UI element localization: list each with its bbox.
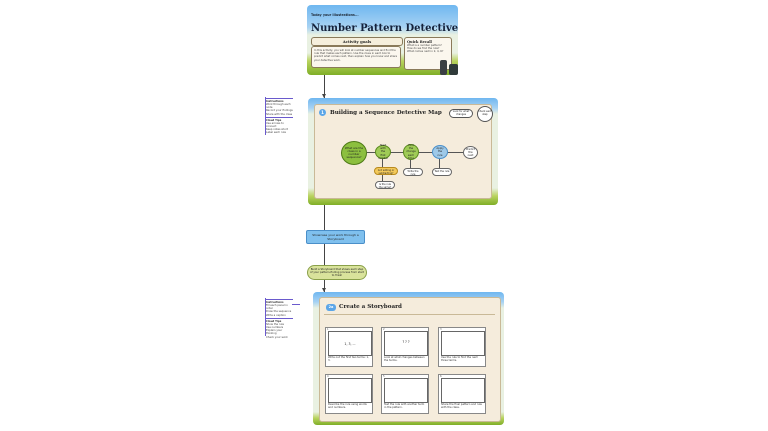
frame-caption: Share the final pattern and rule with th… (441, 403, 482, 409)
side-note-line: Check your work (266, 335, 288, 339)
connector-line (324, 244, 325, 265)
side-note-heading: Cloud Tips (266, 118, 282, 122)
side-note-heading: Cloud Tips (266, 319, 282, 323)
side-note-panel[interactable]: Instructions Work through each node Reco… (265, 97, 293, 135)
quick-recall-item: What is a number pattern? (407, 44, 442, 47)
step-number-badge: 2a (326, 304, 336, 311)
map-note[interactable]: Test the rule (432, 168, 452, 176)
storyboard-instruction-pill[interactable]: Build a Storyboard that shows each step … (307, 265, 367, 280)
quick-recall-heading: Quick Recall (407, 40, 432, 44)
map-connector (410, 158, 411, 168)
storyboard-frame[interactable]: 2 ? ? ? Look at what changes between the… (381, 327, 429, 367)
arrow-head-icon (322, 94, 326, 98)
storyboard-card[interactable]: 2a Create a Storyboard 1 1, 3, ... Write… (313, 292, 504, 425)
side-note-line: Write a caption (266, 313, 286, 317)
frame-content: 1, 3, ... (344, 342, 356, 346)
side-note-heading: Instructions (266, 301, 284, 304)
page-title: Number Pattern Detectives (311, 23, 458, 34)
frame-number: 2 (383, 328, 385, 331)
storyboard-frame[interactable]: 1 1, 3, ... Write out the first two term… (325, 327, 373, 367)
frame-caption: Look at what changes between the terms. (384, 356, 425, 362)
hint-bubble[interactable]: Check each step (477, 106, 493, 122)
detective-map-card[interactable]: 1 Building a Sequence Detective Map Look… (308, 98, 498, 205)
activity-goals-heading: Activity goals (311, 37, 403, 46)
side-note-line: Work through each node (266, 103, 291, 110)
storyboard-frame[interactable]: 5 Test the rule with another term in the… (381, 374, 429, 414)
frame-canvas[interactable] (328, 378, 372, 403)
frame-canvas[interactable]: 1, 3, ... (328, 331, 372, 356)
frame-number: 6 (440, 375, 442, 378)
map-node[interactable]: Predict the next (463, 146, 478, 159)
side-note-line: Show the rule (266, 322, 284, 326)
side-note-line: Record your findings (266, 109, 293, 113)
connector-line (324, 205, 325, 230)
map-node[interactable]: Apply the rule (432, 145, 448, 159)
side-note-line: Use arrows to connect (266, 121, 284, 129)
frame-number: 4 (327, 375, 329, 378)
map-note[interactable]: Is the rule the same? (375, 181, 395, 189)
frame-number: 5 (383, 375, 385, 378)
side-note-line: Explain your thinking (266, 329, 283, 336)
frame-number: 1 (327, 328, 329, 331)
divider (324, 314, 495, 315)
side-note-line: Draw the sequence (266, 310, 292, 314)
side-note-line: Fill each panel in order (266, 304, 288, 311)
storyboard-title: Create a Storyboard (339, 304, 402, 310)
quick-recall-item: What comes next in 2, 4, 6? (407, 50, 444, 54)
frame-caption: Test the rule with another term in the p… (384, 403, 425, 409)
step-number-badge: 1 (319, 109, 326, 116)
title-kicker: Today your Illustrations... (311, 13, 359, 17)
detective-map-title: Building a Sequence Detective Map (330, 110, 442, 116)
quick-recall-item: How do we find the rule? (407, 47, 440, 51)
map-connector (367, 152, 475, 153)
storyboard-frame[interactable]: 6 Share the final pattern and rule with … (438, 374, 486, 414)
detective-map-panel: 1 Building a Sequence Detective Map Look… (314, 104, 493, 199)
frame-canvas[interactable] (441, 378, 485, 403)
arrow-head-icon (322, 288, 326, 292)
storyboard-frame[interactable]: 4 Describe the rule using words and numb… (325, 374, 373, 414)
robot-illustration-icon (440, 60, 447, 75)
frame-caption: Use the rule to find the next three term… (441, 356, 478, 362)
side-note-panel[interactable]: Instructions Fill each panel in order Dr… (265, 298, 293, 339)
activity-goals-box: Activity goals In this activity, you wil… (311, 37, 403, 70)
side-note-line: Keep notes short (266, 128, 288, 132)
hint-pill[interactable]: Look for what changes (449, 109, 473, 118)
map-connector (439, 158, 440, 168)
frame-caption: Write out the first two terms: 1, 3. (328, 356, 369, 362)
map-node[interactable]: Start with the first number (375, 144, 391, 160)
connector-line (324, 75, 325, 98)
frame-caption: Describe the rule using words and number… (328, 403, 367, 409)
frame-content: ? ? ? (402, 340, 410, 344)
robot-illustration-icon (449, 64, 458, 75)
connector-line (292, 304, 300, 305)
side-note-line: Label each rule (266, 131, 286, 135)
frame-canvas[interactable] (441, 331, 485, 356)
map-center-node[interactable]: What are the clues in a number sequence? (341, 141, 367, 165)
map-note[interactable]: Write the rule (403, 168, 423, 176)
connector-line (324, 280, 325, 292)
map-note[interactable]: Is it adding or subtracting? (374, 167, 398, 175)
side-note-heading: Instructions (266, 100, 284, 103)
storyboard-panel: 2a Create a Storyboard 1 1, 3, ... Write… (319, 297, 501, 422)
frame-canvas[interactable] (384, 378, 428, 403)
storyboard-frame[interactable]: 3 Use the rule to find the next three te… (438, 327, 486, 367)
frame-canvas[interactable]: ? ? ? (384, 331, 428, 356)
storyboard-link-button[interactable]: Showcase your work through a Storyboard (306, 230, 365, 244)
side-note-line: Use numbers (266, 326, 284, 330)
activity-goals-text: In this activity, you will look at numbe… (311, 46, 401, 68)
map-node[interactable]: Find the change each time (403, 144, 419, 160)
frame-number: 3 (440, 328, 442, 331)
side-note-line: Share with the class (266, 112, 293, 116)
title-card[interactable]: Today your Illustrations... Number Patte… (307, 5, 458, 75)
